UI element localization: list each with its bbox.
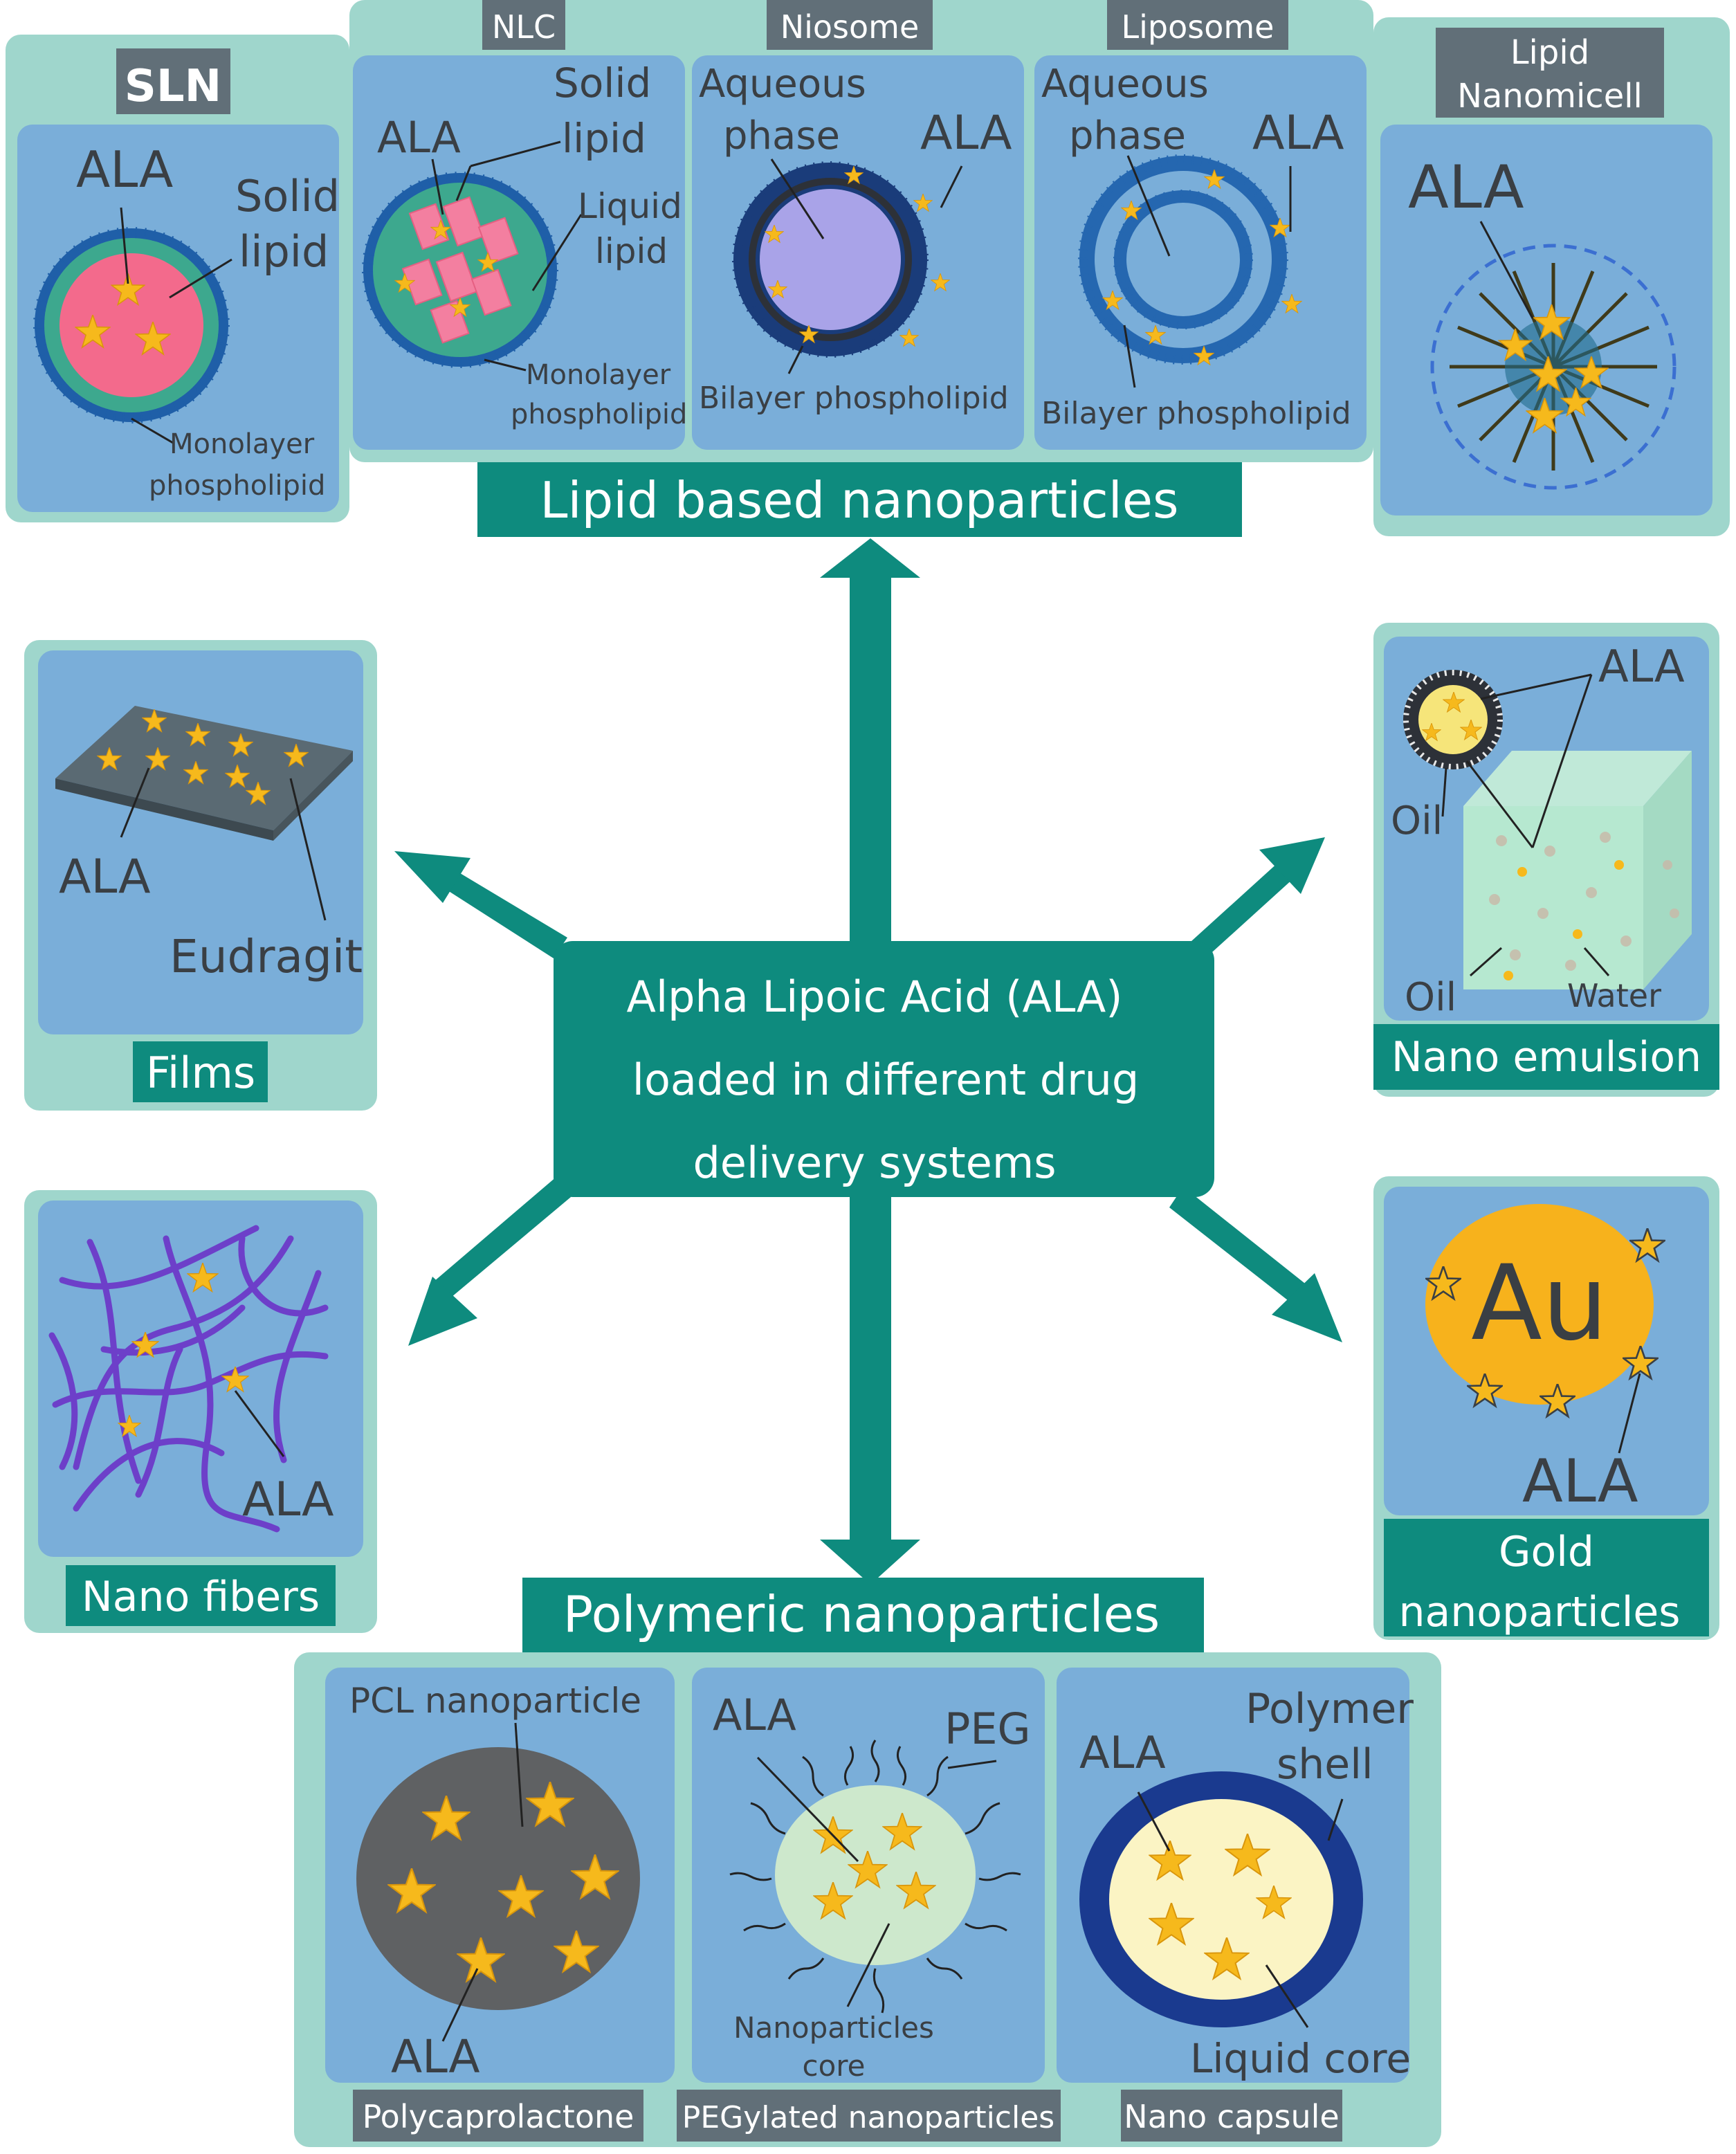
arrow-up-shaft [850, 567, 891, 962]
nlc-ala-label: ALA [377, 112, 461, 163]
liposome-ala-label: ALA [1252, 106, 1344, 161]
arrow-fibers-head [408, 1277, 477, 1346]
lipid-banner-text: Lipid based nanoparticles [540, 471, 1178, 529]
nanoemulsion-title: Nano emulsion [1391, 1033, 1701, 1081]
niosome-phase-label: phase [723, 113, 840, 158]
sln-core [60, 253, 203, 397]
film-sheet [55, 706, 353, 830]
arrow-films-head [394, 851, 470, 903]
sln-solid-label: Solid [235, 171, 340, 221]
center-line3: delivery systems [693, 1138, 1056, 1188]
peg-core-label-line2: core [803, 2049, 866, 2083]
micelle-tag-line1: Lipid [1510, 33, 1589, 72]
nlc-liquid-lipid-label: lipid [595, 231, 668, 271]
films-panel: ALA Eudragit Films [24, 640, 377, 1111]
micelle-heads [1430, 244, 1676, 490]
emulsion-oil-label-top: Oil [1391, 798, 1443, 843]
polymeric-panel: PCL nanoparticle ALA Polycaprolactone [294, 1652, 1441, 2147]
niosome-aqueous-label: Aqueous [699, 62, 866, 107]
arrows [394, 538, 1342, 1585]
gold-title-line1: Gold [1499, 1528, 1594, 1576]
nanofibers-panel: ALA Nano fibers [24, 1190, 377, 1633]
fibers-ala-label: ALA [242, 1472, 334, 1527]
emulsion-water-label: Water [1567, 977, 1661, 1014]
sln-mono-label: Monolayer [170, 428, 315, 460]
peg-peg-label: PEG [944, 1704, 1031, 1754]
gold-title-line2: nanoparticles [1398, 1588, 1680, 1636]
capsule-polymer-label: Polymer [1245, 1685, 1414, 1733]
sln-phospho-label: phospholipid [149, 470, 325, 502]
gold-particle [1425, 1204, 1654, 1405]
arrow-down-shaft [850, 1169, 891, 1543]
films-ala-label: ALA [59, 850, 150, 904]
nlc-mono-label: Monolayer [526, 359, 671, 391]
liposome-tag: Liposome [1122, 8, 1274, 46]
arrow-gold-head [1272, 1273, 1342, 1342]
niosome-tag: Niosome [780, 8, 920, 46]
polymeric-banner-text: Polymeric nanoparticles [563, 1585, 1160, 1643]
sln-lipid-label: lipid [239, 226, 329, 277]
pcl-ala-label: ALA [391, 2030, 480, 2083]
peg-core-label-line1: Nanoparticles [733, 2011, 934, 2045]
nlc-lipid-label: lipid [562, 115, 646, 162]
gold-ala-label: ALA [1522, 1447, 1638, 1516]
lipid-banner: Lipid based nanoparticles [477, 462, 1242, 537]
peg-chains [729, 1740, 1021, 2014]
arrow-fibers-shaft [429, 1176, 571, 1304]
sln-ala-label: ALA [76, 140, 173, 199]
niosome-bilayer-label: Bilayer phospholipid [699, 381, 1009, 416]
nanoemulsion-panel: ALA Oil Oil Water Nano emulsion [1373, 623, 1719, 1097]
center-box: Alpha Lipoic Acid (ALA) loaded in differ… [554, 941, 1214, 1197]
liposome-phase-label: phase [1069, 113, 1186, 158]
capsule-title: Nano capsule [1124, 2098, 1339, 2135]
nlc-tag: NLC [492, 8, 556, 46]
pcl-label: PCL nanoparticle [349, 1681, 641, 1721]
liposome-bilayer-label: Bilayer phospholipid [1041, 396, 1351, 431]
micelle-panel: Lipid Nanomicell ALA [1373, 17, 1730, 536]
micelle-ala-label: ALA [1408, 153, 1524, 222]
polymeric-banner: Polymeric nanoparticles [522, 1578, 1204, 1652]
peg-title: PEGylated nanoparticles [682, 2100, 1054, 2135]
center-line1: Alpha Lipoic Acid (ALA) [627, 971, 1123, 1022]
liposome-core [1126, 203, 1240, 316]
capsule-ala-label: ALA [1079, 1728, 1166, 1779]
arrow-up-head [820, 538, 920, 578]
films-title: Films [146, 1048, 255, 1098]
arrow-emulsion-head [1259, 837, 1325, 894]
nanofibers-title: Nano fibers [82, 1573, 320, 1621]
emulsion-oil-label-bottom: Oil [1405, 975, 1456, 1020]
capsule-liquid-core-label: Liquid core [1190, 2035, 1411, 2082]
pcl-title: Polycaprolactone [363, 2098, 634, 2135]
arrow-gold-shaft [1169, 1187, 1311, 1308]
nlc-phospho-label: phospholipid [511, 399, 687, 430]
fiber-mesh [48, 1225, 329, 1533]
niosome-core [760, 189, 901, 330]
micelle-tag-line2: Nanomicell [1457, 77, 1643, 116]
nlc-liquid-label: Liquid [578, 186, 682, 226]
emulsion-ala-label: ALA [1598, 641, 1685, 693]
gold-au-symbol: Au [1471, 1243, 1608, 1364]
sln-tag: SLN [125, 61, 221, 112]
niosome-ala-label: ALA [920, 106, 1012, 161]
capsule-shell-label: shell [1277, 1740, 1373, 1789]
gold-panel: Au ALA Gold nanoparticles [1373, 1176, 1719, 1640]
peg-ala-label: ALA [713, 1690, 796, 1740]
nlc-solid-label: Solid [554, 60, 651, 107]
capsule-core [1109, 1799, 1333, 2000]
sln-panel: SLN ALA Solid lipid Monolayer phospholip… [6, 35, 349, 522]
arrow-down-head [820, 1540, 920, 1585]
lipid-main-panel: NLC Niosome Liposome ALA Solid lipid Liq… [349, 0, 1373, 462]
liposome-aqueous-label: Aqueous [1041, 62, 1209, 107]
films-eudragit-label: Eudragit [170, 930, 363, 983]
arrow-emulsion-shaft [1176, 855, 1301, 972]
center-line2: loaded in different drug [632, 1055, 1139, 1105]
